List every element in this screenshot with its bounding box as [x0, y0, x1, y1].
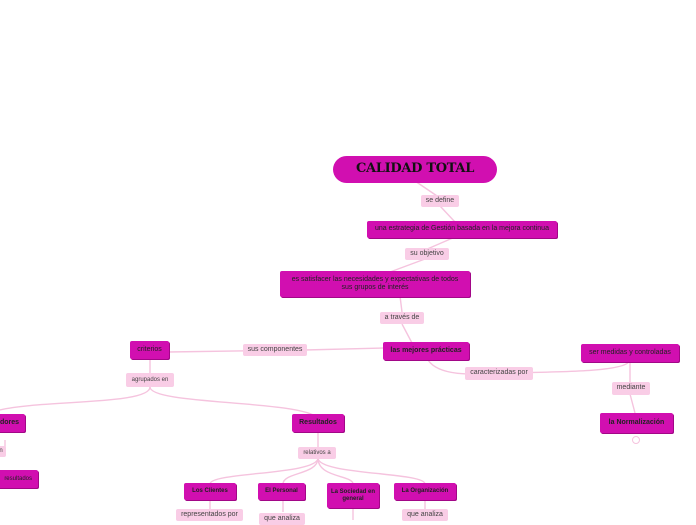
node-resultados-left[interactable]: resultados — [0, 470, 38, 488]
label-relativos-a[interactable]: relativos a — [298, 447, 336, 459]
label-se-define[interactable]: se define — [421, 195, 459, 207]
node-resultados[interactable]: Resultados — [292, 414, 344, 432]
node-el-personal[interactable]: El Personal — [258, 483, 305, 500]
node-la-organizacion[interactable]: La Organización — [394, 483, 456, 500]
label-mediante[interactable]: mediante — [612, 382, 650, 395]
label-que-analiza-organizacion[interactable]: que analiza — [402, 509, 448, 521]
label-a-traves-de[interactable]: a través de — [380, 312, 424, 324]
node-agentes-facilitadores[interactable]: dores — [0, 414, 25, 432]
node-normalizacion[interactable]: la Normalización — [600, 413, 673, 433]
label-en[interactable]: n — [0, 446, 6, 457]
node-los-clientes[interactable]: Los Clientes — [184, 483, 236, 500]
label-representados-por[interactable]: representados por — [176, 509, 243, 521]
label-agrupados-en[interactable]: agrupados en — [126, 373, 174, 387]
node-satisfacer[interactable]: es satisfacer las necesidades y expectat… — [280, 271, 470, 297]
label-que-analiza-personal[interactable]: que analiza — [259, 513, 305, 525]
label-su-objetivo[interactable]: su objetivo — [405, 248, 449, 260]
node-la-sociedad[interactable]: La Sociedad en general — [327, 483, 379, 508]
node-mejores-practicas[interactable]: las mejores prácticas — [383, 342, 469, 360]
node-estrategia[interactable]: una estrategia de Gestión basada en la m… — [367, 221, 557, 238]
label-caracterizadas-por[interactable]: caracterizadas por — [465, 367, 533, 380]
root-node-calidad-total[interactable]: CALIDAD TOTAL — [333, 156, 497, 183]
node-medidas-controladas[interactable]: ser medidas y controladas — [581, 344, 679, 362]
label-sus-componentes[interactable]: sus componentes — [243, 344, 307, 356]
node-criterios[interactable]: criterios — [130, 341, 169, 359]
